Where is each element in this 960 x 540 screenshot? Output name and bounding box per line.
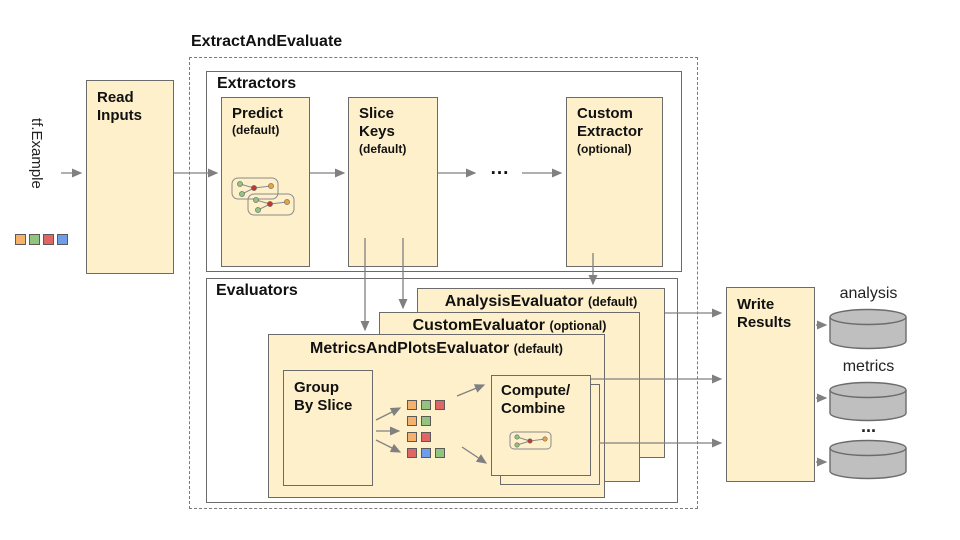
output-label-more: ... — [860, 416, 876, 436]
page-title: ExtractAndEvaluate — [191, 33, 343, 50]
slice-square — [407, 416, 417, 426]
data-square — [15, 234, 26, 245]
data-square — [57, 234, 68, 245]
combine-graph-icon — [509, 431, 552, 450]
metrics-evaluator-subtitle: (default) — [513, 342, 563, 356]
extractors-label: Extractors — [217, 75, 297, 92]
custom-extractor-subtitle: (optional) — [577, 141, 632, 156]
metrics-evaluator-title: MetricsAndPlotsEvaluator — [310, 340, 510, 357]
slice-square — [421, 432, 431, 442]
tf-example-label: tf.Example — [28, 118, 45, 189]
slice-square — [421, 448, 431, 458]
slice-square — [407, 432, 417, 442]
data-square — [29, 234, 40, 245]
predict-extractor-box: Predict (default) — [221, 97, 310, 267]
output-label-metrics: metrics — [842, 358, 895, 375]
model-graph-icon — [231, 177, 295, 216]
database-icon-more — [829, 439, 907, 480]
extract-and-evaluate-container — [189, 57, 698, 509]
slice-groups-grid — [407, 400, 451, 462]
slice-square — [421, 400, 431, 410]
database-icon-metrics — [829, 381, 907, 422]
slice-square — [407, 448, 417, 458]
compute-combine-box: Compute/Combine — [491, 375, 591, 476]
evaluators-label: Evaluators — [216, 282, 298, 299]
database-icon-analysis — [829, 308, 907, 350]
compute-combine-label: Compute/Combine — [501, 382, 571, 418]
analysis-evaluator-title: AnalysisEvaluator — [444, 293, 584, 310]
slice-square — [407, 400, 417, 410]
custom-evaluator-title: CustomEvaluator — [412, 317, 546, 334]
analysis-evaluator-subtitle: (default) — [587, 295, 638, 309]
predict-subtitle: (default) — [232, 123, 280, 138]
data-square — [43, 234, 54, 245]
slice-square — [435, 448, 445, 458]
more-extractors-ellipsis: ... — [490, 158, 510, 179]
slice-keys-subtitle: (default) — [359, 141, 407, 156]
custom-evaluator-subtitle: (optional) — [549, 319, 607, 333]
slice-square — [421, 416, 431, 426]
output-label-analysis: analysis — [839, 285, 898, 302]
predict-label: Predict — [232, 105, 283, 122]
input-data-squares — [15, 234, 68, 245]
slice-square — [435, 400, 445, 410]
